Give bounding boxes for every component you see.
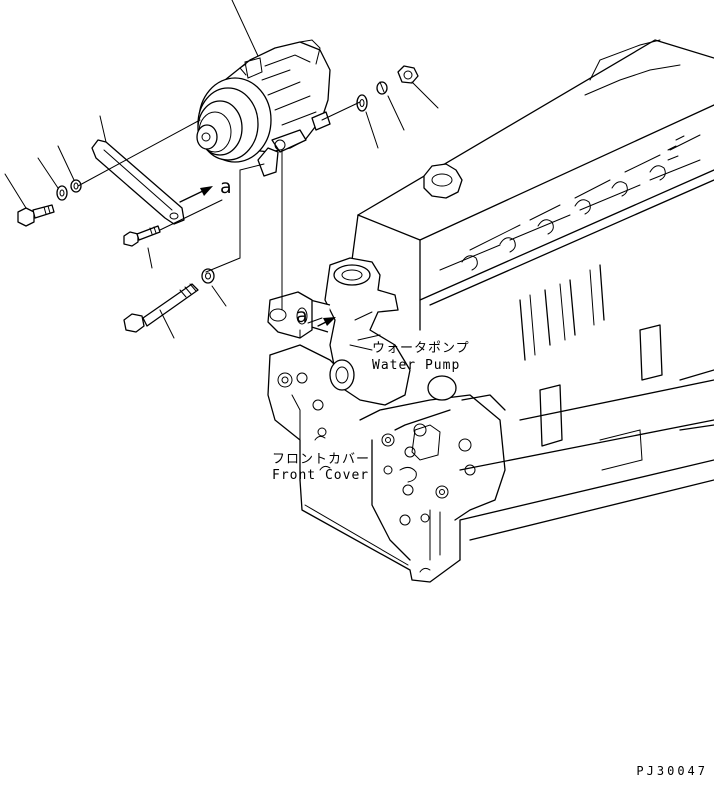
water-pump-label-jp: ウォータポンプ [372, 341, 470, 356]
drawing-code: PJ30047 [636, 764, 708, 778]
fasteners [17, 65, 419, 333]
front-cover-label-jp: フロントカバー [272, 452, 371, 467]
leader-lines [4, 0, 439, 456]
front-cover-label-en: Front Cover [272, 468, 370, 483]
engine-block [299, 39, 714, 583]
water-pump-part [301, 257, 457, 406]
mounting-bracket-part [267, 291, 313, 339]
water-pump-label-en: Water Pump [372, 358, 461, 373]
connection-mark-a-upper: a [220, 176, 232, 198]
adjusting-bar-part [91, 139, 185, 225]
alternator-part [196, 39, 331, 177]
connection-mark-a-lower: a [296, 305, 308, 327]
